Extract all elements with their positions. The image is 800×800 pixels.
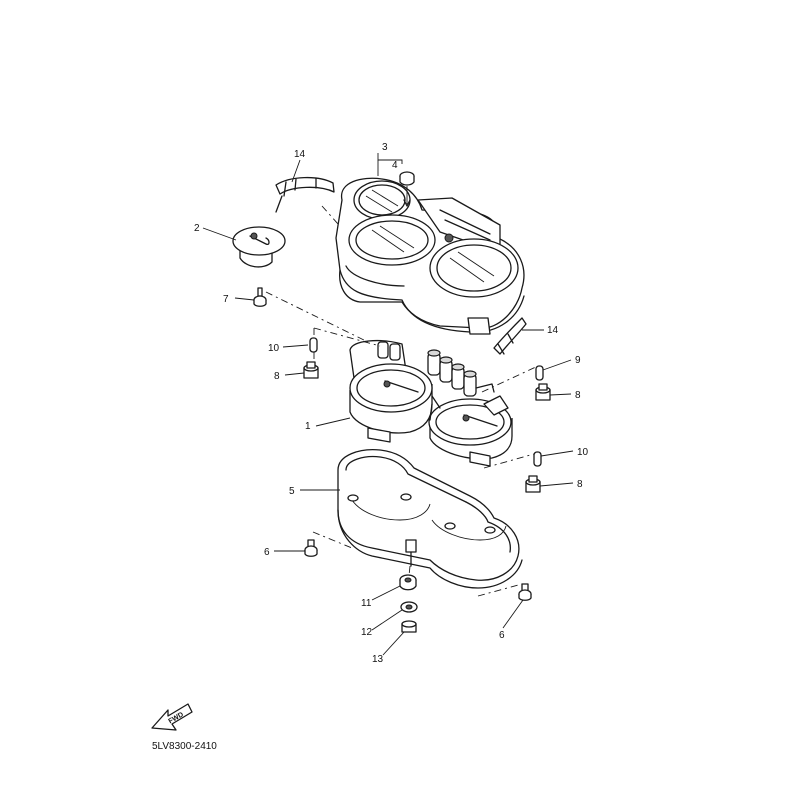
- assembly-guide-lines: [265, 205, 539, 597]
- diagram-part-code: 5LV8300-2410: [152, 741, 217, 752]
- part-10-pin-upper: [309, 337, 318, 353]
- part-14-upper-damper: [275, 176, 335, 213]
- callout-12: 12: [361, 627, 373, 638]
- callout-9: 9: [575, 355, 581, 366]
- callout-14-lower: 14: [547, 325, 559, 336]
- fwd-label: FWD: [168, 711, 185, 725]
- callout-8-lower-right: 8: [577, 479, 583, 490]
- callout-14-upper: 14: [294, 149, 306, 160]
- callout-4: 4: [392, 160, 398, 171]
- fwd-arrow-icon: FWD: [151, 703, 193, 731]
- part-7-bolt: [253, 287, 267, 307]
- part-1-meter-assembly: [349, 339, 513, 467]
- callout-10-lower: 10: [577, 447, 589, 458]
- callout-1: 1: [305, 421, 311, 432]
- part-10-pin-lower: [533, 451, 542, 467]
- callout-7: 7: [223, 294, 229, 305]
- leader-lines: [202, 153, 574, 656]
- callout-6-left: 6: [264, 547, 270, 558]
- part-6-screw-right: [518, 583, 532, 601]
- part-8-nut-lower-right: [525, 475, 541, 493]
- part-6-screw-left: [304, 539, 318, 557]
- callout-10-upper: 10: [268, 343, 280, 354]
- callout-labels: 14 3 4 2 7 14 10 8 9 8 1 10 8 5 6 11 12 …: [194, 142, 589, 665]
- callout-3: 3: [382, 142, 388, 153]
- callout-11: 11: [361, 598, 372, 609]
- callout-6-right: 6: [499, 630, 505, 641]
- part-2-meter-cap: [232, 226, 286, 268]
- part-13-nut: [401, 620, 417, 633]
- callout-13: 13: [372, 654, 384, 665]
- part-14-lower-damper: [493, 317, 527, 355]
- part-8-nut-upper-right: [535, 383, 551, 401]
- part-12-collar: [400, 601, 418, 613]
- callout-8-upper-right: 8: [575, 390, 581, 401]
- callout-2: 2: [194, 223, 200, 234]
- part-8-nut-left: [303, 361, 319, 379]
- part-5-lower-case: [337, 449, 523, 589]
- callout-5: 5: [289, 486, 295, 497]
- part-9-pin: [535, 365, 544, 381]
- part-4-grommet: [399, 171, 415, 207]
- part-11-grommet: [399, 574, 417, 591]
- callout-8-left: 8: [274, 371, 280, 382]
- part-3-meter-cover: [335, 177, 525, 335]
